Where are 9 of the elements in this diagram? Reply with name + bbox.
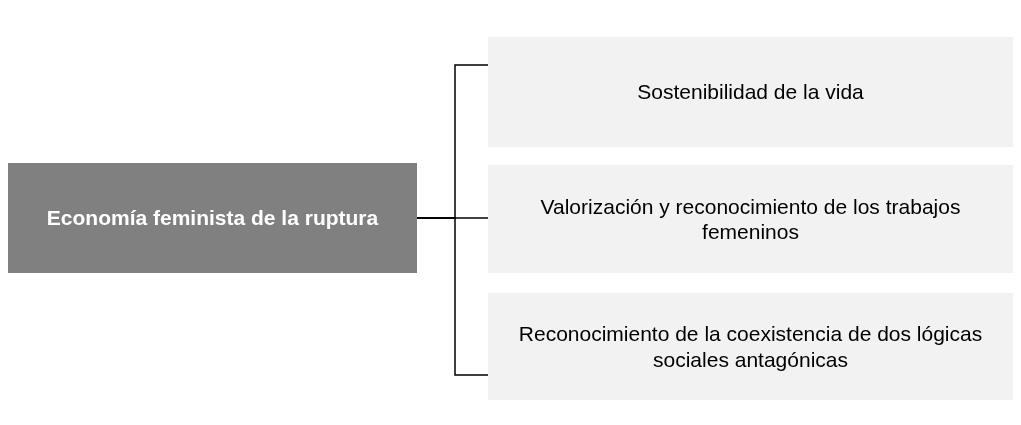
concept-box xyxy=(488,37,1013,147)
node-label: Sostenibilidad de la vida xyxy=(637,79,864,105)
concept-box xyxy=(488,165,1013,273)
node-label: Economía feminista de la ruptura xyxy=(46,205,379,231)
connector-line xyxy=(416,217,489,376)
node-label: Valorización y reconocimiento de los trabajos femeninos xyxy=(539,193,962,245)
topic-box xyxy=(8,163,417,273)
concept-box xyxy=(488,293,1013,400)
node-label: Reconocimiento de la coexistencia de dos lógicas sociales antagónicas xyxy=(517,321,984,372)
